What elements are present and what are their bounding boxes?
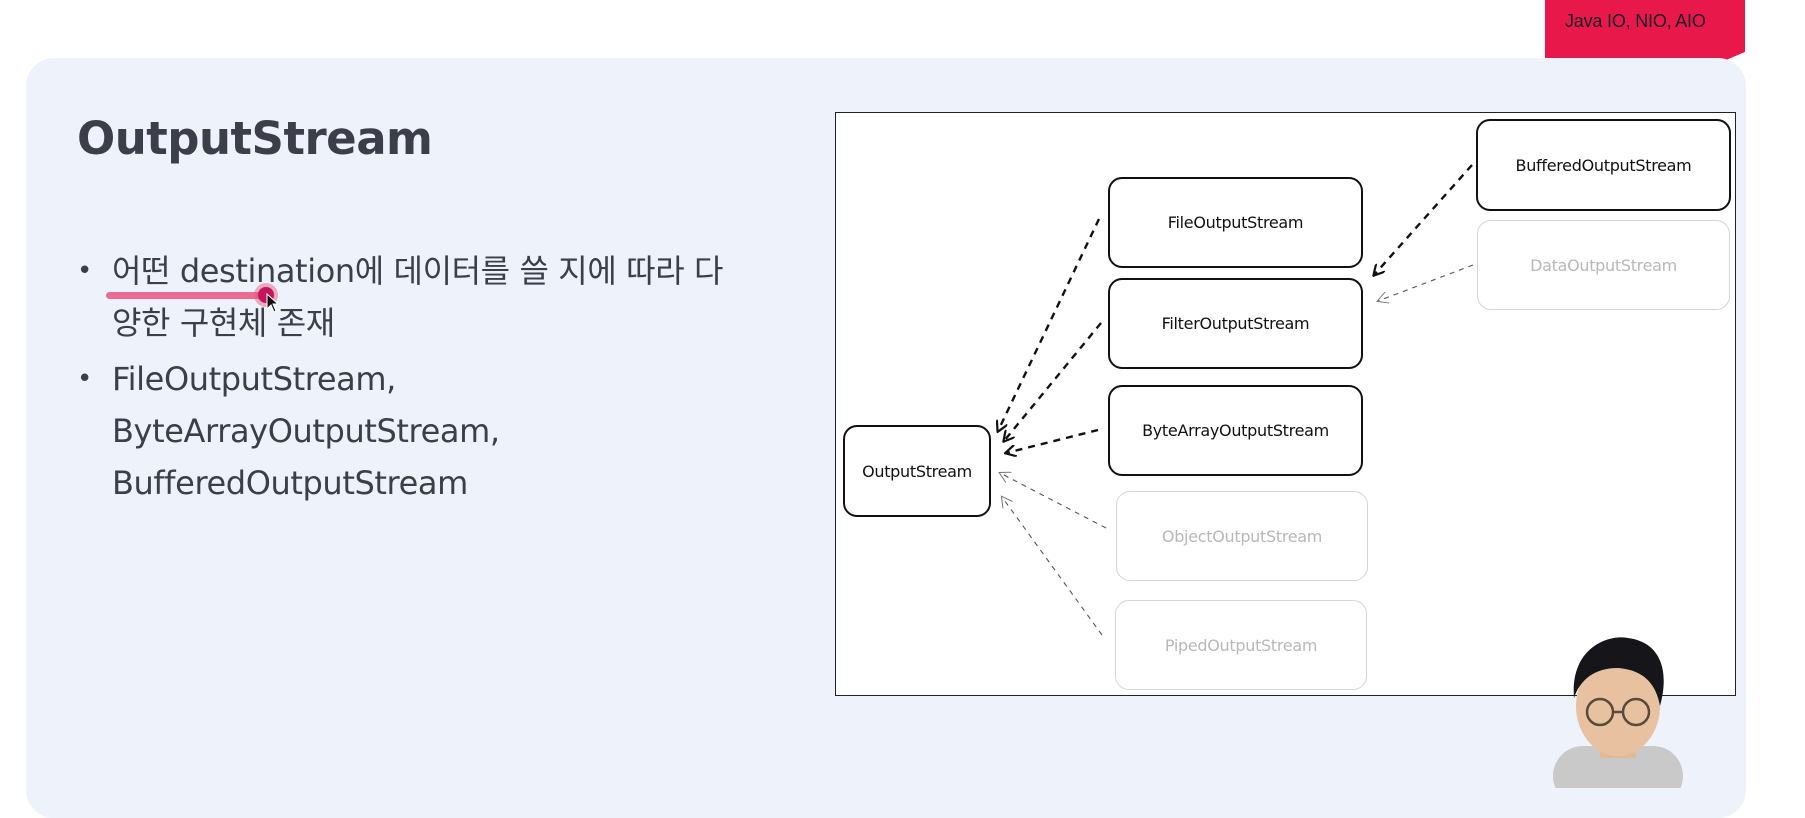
- presenter-webcam-image: [1553, 637, 1683, 788]
- arrow-filter-to-output: [1004, 322, 1102, 441]
- bullet-item: 어떤 destination에 데이터를 쓸 지에 따라 다 양한 구현체 존재: [77, 245, 777, 349]
- arrow-buffered-to-filter: [1374, 164, 1473, 275]
- node-object-output-stream: ObjectOutputStream: [1116, 491, 1368, 581]
- node-output-stream: OutputStream: [843, 425, 991, 517]
- node-file-output-stream: FileOutputStream: [1108, 177, 1363, 268]
- pen-highlight-stroke: [106, 292, 270, 299]
- slide-title: OutputStream: [77, 112, 433, 165]
- bullet-list: 어떤 destination에 데이터를 쓸 지에 따라 다 양한 구현체 존재…: [77, 245, 777, 513]
- arrow-piped-to-output: [1002, 497, 1103, 636]
- node-buffered-output-stream: BufferedOutputStream: [1476, 119, 1731, 211]
- bullet-item: FileOutputStream, ByteArrayOutputStream,…: [77, 353, 777, 509]
- bullet-text: 어떤 destination에 데이터를 쓸 지에 따라 다 양한 구현체 존재: [112, 252, 724, 342]
- course-tag-label: Java IO, NIO, AIO: [1565, 11, 1706, 31]
- diagram-arrows: [836, 164, 1474, 636]
- arrow-bytearray-to-output: [1006, 428, 1099, 453]
- arrow-data-to-filter: [1378, 264, 1474, 301]
- bullet-text: FileOutputStream, ByteArrayOutputStream,…: [112, 360, 500, 502]
- arrow-file-to-output: [998, 218, 1101, 431]
- arrow-object-to-output: [1000, 473, 1107, 529]
- node-piped-output-stream: PipedOutputStream: [1115, 600, 1367, 690]
- node-filter-output-stream: FilterOutputStream: [1108, 278, 1363, 369]
- node-byte-array-output-stream: ByteArrayOutputStream: [1108, 385, 1363, 476]
- mouse-cursor-icon: [266, 293, 280, 313]
- class-hierarchy-diagram: OutputStream FileOutputStream FilterOutp…: [835, 112, 1736, 696]
- node-data-output-stream: DataOutputStream: [1477, 220, 1730, 310]
